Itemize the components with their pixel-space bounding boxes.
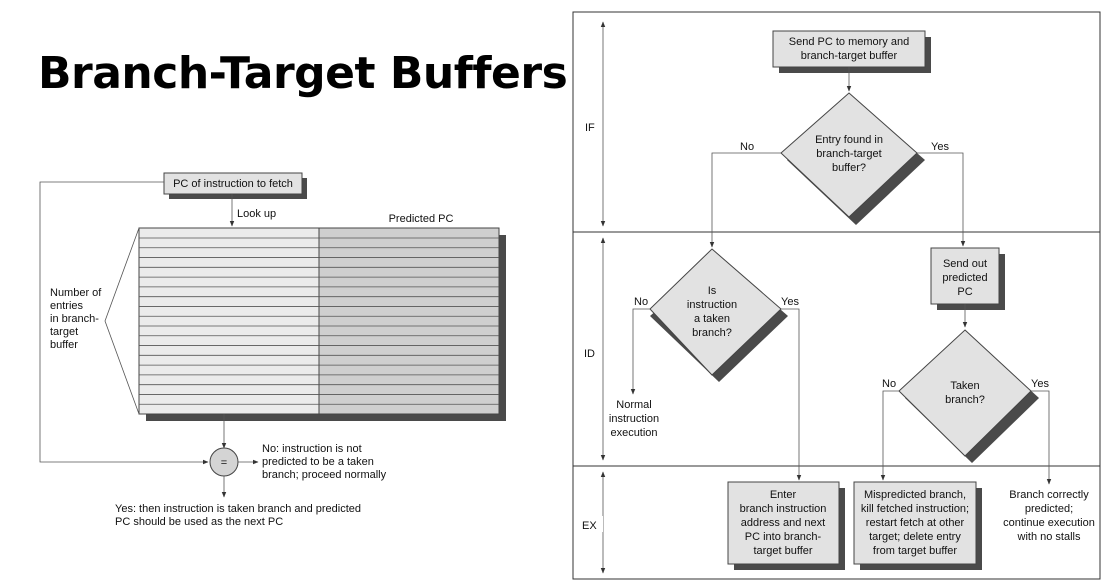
svg-text:with no stalls: with no stalls [1017,531,1081,543]
taken-no-arrow [880,390,899,481]
svg-text:predicted to be a taken: predicted to be a taken [262,456,374,468]
svg-text:Taken: Taken [950,380,979,392]
page-title: Branch-Target Buffers [38,48,568,99]
tag-column [138,227,320,415]
is-taken-yes-label: Yes [781,296,799,308]
svg-text:No: instruction is not: No: instruction is not [262,443,362,455]
entries-bracket [104,227,140,415]
svg-text:target buffer: target buffer [753,545,812,557]
stage-if: IF [585,122,595,134]
lookup-label: Look up [237,208,276,220]
svg-text:predicted: predicted [942,272,987,284]
enter-btb-box [727,481,840,565]
svg-text:entries: entries [50,300,84,312]
svg-text:branch instruction: branch instruction [740,503,827,515]
svg-text:Yes: then instruction is take: Yes: then instruction is taken branch an… [115,503,361,515]
btb-flowchart: IF ID EX Send PC to memory and branch-ta… [572,11,1101,580]
svg-text:Number of: Number of [50,287,102,299]
svg-text:buffer: buffer [50,339,78,351]
svg-text:branch-target: branch-target [816,148,881,160]
pc-box [163,172,303,195]
svg-text:Branch correctly: Branch correctly [1009,489,1089,501]
taken-yes-arrow [1031,390,1052,485]
predicted-pc-column [318,227,500,415]
svg-text:predicted;: predicted; [1025,503,1073,515]
svg-text:instruction: instruction [609,413,659,425]
correct-prediction-text: Branch correctly predicted; continue exe… [1003,489,1095,543]
svg-text:branch?: branch? [692,327,732,339]
taken-no-label: No [882,378,896,390]
no-text: No: instruction is not predicted to be a… [262,443,387,481]
svg-text:Enter: Enter [770,489,797,501]
table-rows [139,237,499,405]
entry-yes-label: Yes [931,141,949,153]
svg-text:continue execution: continue execution [1003,517,1095,529]
mispredicted-box [853,481,977,565]
svg-text:target; delete entry: target; delete entry [869,531,961,543]
svg-text:restart fetch at other: restart fetch at other [866,517,965,529]
taken-branch-diamond [898,329,1032,457]
svg-text:buffer?: buffer? [832,162,866,174]
send-out-pc-box [930,247,1000,305]
is-taken-yes-arrow [781,308,802,481]
svg-text:PC into branch-: PC into branch- [745,531,822,543]
svg-text:execution: execution [610,427,657,439]
svg-text:Is: Is [708,285,717,297]
svg-text:address and next: address and next [741,517,825,529]
yes-text: Yes: then instruction is taken branch an… [115,503,361,528]
stage-ex: EX [582,520,597,532]
svg-text:Send PC to memory and: Send PC to memory and [789,36,909,48]
is-taken-no-arrow [630,308,650,395]
entry-found-diamond [780,92,918,218]
normal-execution-text: Normal instruction execution [609,399,659,439]
btb-diagram: PC of instruction to fetch Look up Predi… [39,172,506,528]
pc-box-label: PC of instruction to fetch [173,178,293,190]
svg-text:kill fetched instruction;: kill fetched instruction; [861,503,969,515]
svg-text:Send out: Send out [943,258,987,270]
is-taken-diamond [649,248,782,376]
svg-text:Mispredicted branch,: Mispredicted branch, [864,489,966,501]
svg-text:PC should be used as the next: PC should be used as the next PC [115,516,283,528]
svg-text:instruction: instruction [687,299,737,311]
entries-label: Number of entries in branch- target buff… [50,287,102,351]
svg-text:branch-target buffer: branch-target buffer [801,50,898,62]
svg-text:Normal: Normal [616,399,651,411]
svg-text:branch?: branch? [945,394,985,406]
send-pc-box [772,30,926,68]
svg-text:Entry found in: Entry found in [815,134,883,146]
svg-text:PC: PC [957,286,972,298]
entry-no-arrow [709,152,781,248]
svg-text:in branch-: in branch- [50,313,99,325]
compare-symbol: = [221,457,227,469]
entry-yes-arrow [917,152,966,247]
is-taken-no-label: No [634,296,648,308]
svg-text:from target buffer: from target buffer [873,545,958,557]
entry-no-label: No [740,141,754,153]
predicted-pc-header: Predicted PC [389,213,454,225]
stage-id: ID [584,348,595,360]
svg-text:branch; proceed normally: branch; proceed normally [262,469,387,481]
svg-text:target: target [50,326,78,338]
feedback-line [39,181,209,465]
svg-text:a taken: a taken [694,313,730,325]
taken-yes-label: Yes [1031,378,1049,390]
